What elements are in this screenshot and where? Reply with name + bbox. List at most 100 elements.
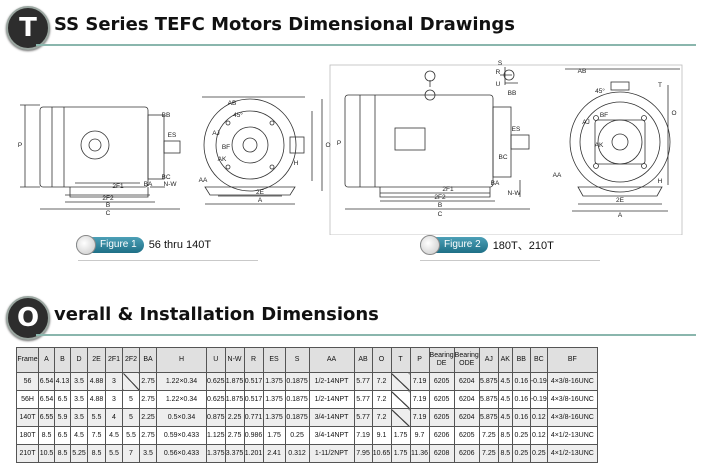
table-cell: 1.375 <box>206 444 226 463</box>
table-cell: 9.1 <box>371 426 392 445</box>
table-cell: 4.5 <box>497 372 513 391</box>
fig2-label-45deg: 45° <box>595 87 605 95</box>
column-header: T <box>390 347 411 373</box>
table-cell: 6204 <box>453 408 480 427</box>
column-header: H <box>156 347 207 373</box>
table-cell: 5.875 <box>478 390 499 409</box>
fig2-label-aa: AA <box>553 172 562 179</box>
fig2-label-h: H <box>658 178 663 185</box>
column-header: 2F2 <box>122 347 140 373</box>
fig2-label-a: A <box>618 212 623 219</box>
table-cell: 2.75 <box>139 426 157 445</box>
table-cell: 5.9 <box>54 408 71 427</box>
column-header: A <box>38 347 55 373</box>
column-header: AA <box>308 347 355 373</box>
column-header: BF <box>546 347 598 373</box>
fig1-label-aj: AJ <box>212 130 220 137</box>
table-cell: 3.375 <box>224 444 245 463</box>
table-cell: 0.771 <box>243 408 264 427</box>
table-cell: 4 <box>105 408 123 427</box>
table-cell: 1/2-14NPT <box>308 390 355 409</box>
fig1-label-ab: AB <box>228 100 237 107</box>
table-cell: 6.54 <box>38 372 55 391</box>
table-cell: 4.5 <box>497 408 513 427</box>
table-cell: 4×3/8-16UNC <box>546 390 598 409</box>
table-cell: 8.5 <box>497 444 513 463</box>
table-cell: 0.25 <box>529 444 548 463</box>
table-cell: 6.54 <box>38 390 55 409</box>
fig1-label-p: P <box>18 142 22 149</box>
table-cell: 0.16 <box>511 390 531 409</box>
table-cell: 8.5 <box>54 444 71 463</box>
table-cell: 0.1875 <box>284 372 310 391</box>
drawings-section-title: SS Series TEFC Motors Dimensional Drawin… <box>54 14 515 35</box>
table-cell: 6205 <box>453 426 480 445</box>
table-cell: 7.2 <box>371 390 392 409</box>
table-cell: 0.59×0.433 <box>156 426 207 445</box>
column-header: BA <box>139 347 157 373</box>
table-cell: 6205 <box>428 372 455 391</box>
table-cell: 7.19 <box>409 372 430 391</box>
table-cell: 210T <box>16 444 39 463</box>
fig2-label-bc: BC <box>498 154 507 161</box>
table-cell: 1.375 <box>262 408 286 427</box>
fig2-label-2f1: 2F1 <box>442 186 454 193</box>
table-cell: 4×1/2-13UNC <box>546 426 598 445</box>
table-cell: 7.5 <box>87 426 106 445</box>
figure2-caption-text: 180T、210T <box>492 240 554 252</box>
table-cell: 5 <box>122 408 140 427</box>
table-cell: 1.22×0.34 <box>156 372 207 391</box>
column-header: Bearing ODE <box>453 347 480 373</box>
table-cell: 5.875 <box>478 408 499 427</box>
fig2-label-r: R <box>496 69 501 76</box>
table-cell: 7.2 <box>371 408 392 427</box>
section-badge-o: O <box>6 296 50 340</box>
drawings-section-header: T SS Series TEFC Motors Dimensional Draw… <box>6 6 696 50</box>
fig2-label-t: T <box>658 82 662 89</box>
table-cell: 5.77 <box>353 390 373 409</box>
table-cell: 0.16 <box>511 408 531 427</box>
table-cell: 7.2 <box>371 372 392 391</box>
fig1-label-aa: AA <box>199 177 208 184</box>
table-cell: 0.25 <box>284 426 310 445</box>
column-header: BB <box>511 347 531 373</box>
table-cell: 5.5 <box>87 408 106 427</box>
fig2-label-ak: AK <box>595 142 604 149</box>
table-cell: 4.5 <box>497 390 513 409</box>
header-divider <box>36 44 696 46</box>
fig2-label-p: P <box>337 140 341 147</box>
fig1-label-bc: BC <box>161 174 170 181</box>
table-cell: 7.95 <box>353 444 373 463</box>
table-cell: 5.77 <box>353 408 373 427</box>
fig1-label-c: C <box>106 210 111 217</box>
table-cell: 7.19 <box>409 408 430 427</box>
table-cell: 3.5 <box>70 408 88 427</box>
figure2-caption: Figure 2 180T、210T <box>420 235 554 255</box>
column-header: Bearing DE <box>428 347 455 373</box>
section2-divider <box>36 334 696 336</box>
table-cell: 6.5 <box>54 390 71 409</box>
table-cell: 0.312 <box>284 444 310 463</box>
column-header: AJ <box>478 347 499 373</box>
table-cell: 3.5 <box>139 444 157 463</box>
table-cell: 10.65 <box>371 444 392 463</box>
table-cell: 1.875 <box>224 372 245 391</box>
table-cell: 0.12 <box>529 408 548 427</box>
dimensions-section-header: O verall & Installation Dimensions <box>6 296 696 340</box>
table-cell: 1/2-14NPT <box>308 372 355 391</box>
column-header: BC <box>529 347 548 373</box>
table-cell: 1.75 <box>390 426 411 445</box>
column-header: 2E <box>87 347 106 373</box>
table-cell: 5.25 <box>70 444 88 463</box>
column-header: Frame <box>16 347 39 373</box>
table-cell: 140T <box>16 408 39 427</box>
fig2-label-ab: AB <box>578 68 587 75</box>
fig1-label-h: H <box>294 160 299 167</box>
fig1-label-2f2: 2F2 <box>102 195 114 202</box>
column-header: U <box>206 347 226 373</box>
column-header: D <box>70 347 88 373</box>
